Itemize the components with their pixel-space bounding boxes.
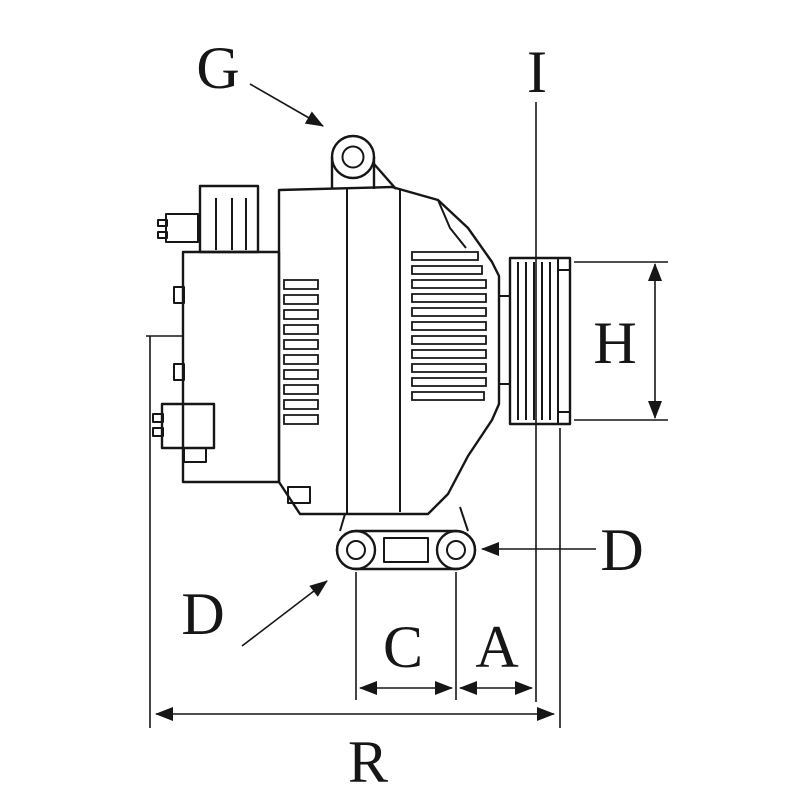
label-a: A: [475, 614, 518, 680]
pulley: [498, 256, 572, 426]
label-d-right: D: [600, 517, 643, 583]
bottom-connector: [152, 402, 216, 463]
rear-housing-boss: [173, 363, 185, 381]
leader-d-left: [241, 580, 328, 647]
terminal-pins: [152, 413, 164, 437]
top-connector: [157, 184, 260, 254]
rear-housing-boss: [173, 286, 185, 304]
foot-web: [383, 537, 429, 563]
shaft-spacer: [498, 295, 511, 385]
top-mounting-lug: [330, 134, 397, 190]
top-lug-hole: [341, 145, 365, 169]
mounting-feet: [335, 506, 477, 571]
alternator-body: [146, 134, 572, 571]
label-c: C: [383, 614, 423, 680]
top-lug-outer: [330, 134, 376, 180]
front-cover-edge: [437, 199, 467, 249]
stator-fins-rear: [283, 279, 319, 425]
terminal-block: [165, 213, 199, 243]
label-d-left: D: [181, 581, 224, 647]
pulley-grooves: [517, 262, 551, 420]
foot-front-hole: [346, 540, 366, 560]
foot-rear-ear: [435, 529, 477, 571]
label-g: G: [196, 35, 239, 101]
dimension-lines: G I H D D C A: [149, 35, 668, 795]
label-h: H: [593, 310, 636, 376]
mid-housing: [277, 185, 501, 516]
foot-bracket: [335, 529, 477, 571]
foot-front-ear: [335, 529, 377, 571]
foot-rear-hole: [446, 540, 466, 560]
lower-boss: [287, 486, 311, 504]
pulley-body: [508, 256, 572, 426]
stator-fins-front: [411, 251, 487, 401]
leader-g: [249, 83, 324, 127]
label-i: I: [527, 39, 547, 105]
terminal-pins: [157, 219, 168, 239]
label-r: R: [348, 729, 388, 795]
